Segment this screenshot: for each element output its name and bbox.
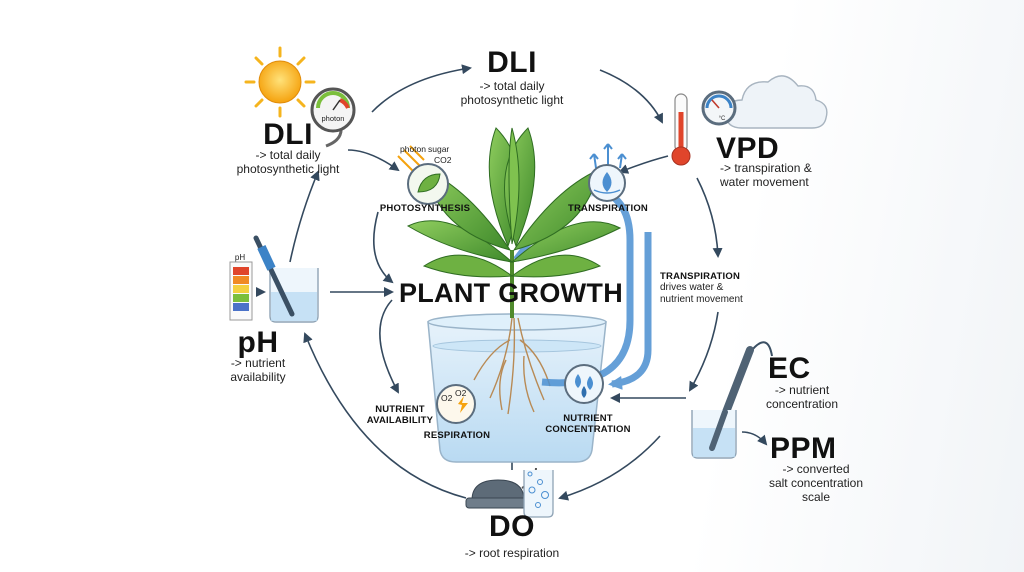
arrow-ph-to-dli-left bbox=[289, 170, 320, 263]
ppm-label: PPM bbox=[770, 432, 837, 465]
page-title: PLANT GROWTH bbox=[398, 278, 624, 308]
arrow-gauge-to-photosynthesis bbox=[347, 149, 400, 172]
vpd-desc-line2: water movement bbox=[720, 175, 809, 189]
ph-beaker-icon bbox=[253, 235, 319, 323]
o2-label-2: O2 bbox=[455, 388, 467, 398]
ph-desc-line1: -> nutrient bbox=[230, 356, 286, 370]
transpiration-down-arrow bbox=[608, 232, 652, 390]
ec-desc-line2: concentration bbox=[765, 397, 839, 411]
vpd-desc: -> transpiration & water movement bbox=[720, 161, 860, 189]
ph-strip-label: pH bbox=[235, 253, 245, 262]
arrow-transpiration-note-to-ec bbox=[688, 311, 719, 392]
nutrient-concentration-line2: CONCENTRATION bbox=[545, 424, 631, 435]
photosynthesis-icon: photon sugar CO2 bbox=[397, 144, 452, 205]
transpiration-label: TRANSPIRATION bbox=[567, 203, 648, 214]
dli-top-desc-line2: photosynthetic light bbox=[460, 93, 564, 107]
transpiration-icon bbox=[588, 143, 627, 202]
dli-top-label: DLI bbox=[487, 46, 537, 79]
nutrient-concentration-label: NUTRIENT CONCENTRATION bbox=[540, 413, 636, 435]
ec-label: EC bbox=[768, 352, 811, 385]
nutrient-availability-line2: AVAILABILITY bbox=[366, 415, 434, 426]
arrow-ec-to-ppm bbox=[741, 431, 768, 446]
ppm-desc-line2: salt concentration bbox=[768, 476, 864, 490]
dli-left-label: DLI bbox=[263, 118, 313, 151]
ec-desc: -> nutrient concentration bbox=[752, 383, 852, 411]
nutrient-availability-line1: NUTRIENT bbox=[375, 404, 425, 415]
dli-top-desc: -> total daily photosynthetic light bbox=[430, 79, 594, 107]
do-label: DO bbox=[489, 510, 535, 543]
light-gauge-icon: photon bbox=[310, 87, 356, 148]
dli-left-desc: -> total daily photosynthetic light bbox=[196, 148, 380, 176]
bubbles-beaker-icon bbox=[523, 470, 554, 518]
ph-strip-icon: pH bbox=[229, 253, 253, 321]
vpd-label: VPD bbox=[716, 132, 780, 165]
photosynthesis-label: PHOTOSYNTHESIS bbox=[379, 203, 471, 214]
celsius-label: °C bbox=[719, 116, 726, 122]
thermometer-icon bbox=[671, 93, 691, 166]
arrow-photosynthesis-to-center bbox=[372, 211, 394, 284]
gauge-photon-label: photon bbox=[322, 114, 345, 123]
o2-label: O2 bbox=[441, 393, 453, 403]
do-desc: -> root respiration bbox=[464, 546, 560, 560]
arrow-do-to-ph bbox=[303, 332, 467, 499]
ph-desc-line2: availability bbox=[230, 370, 286, 384]
transpiration-note-title: TRANSPIRATION bbox=[660, 271, 741, 282]
nutrient-availability-label: NUTRIENT AVAILABILITY bbox=[360, 404, 440, 426]
ppm-desc-line3: scale bbox=[801, 490, 830, 504]
ec-desc-line1: -> nutrient bbox=[774, 383, 830, 397]
transpiration-note-line1: drives water & bbox=[660, 282, 724, 293]
arrow-dli-left-to-dli-top bbox=[371, 64, 472, 113]
droplets-icon bbox=[564, 364, 604, 404]
dli-top-desc-line1: -> total daily bbox=[479, 79, 545, 93]
ppm-desc: -> converted salt concentration scale bbox=[738, 462, 894, 504]
arrow-ec-to-do bbox=[558, 435, 661, 501]
nutrient-concentration-line1: NUTRIENT bbox=[563, 413, 613, 424]
cloud-icon bbox=[725, 75, 828, 129]
arrow-center-to-nutrient-availability bbox=[379, 299, 399, 394]
ec-probe-icon bbox=[691, 341, 773, 459]
sun-icon bbox=[244, 46, 316, 118]
sugar-label: sugar bbox=[428, 144, 449, 154]
respiration-label: RESPIRATION bbox=[423, 430, 491, 441]
ppm-desc-line1: -> converted bbox=[782, 462, 850, 476]
co2-label: CO2 bbox=[434, 155, 452, 165]
reservoir-icon bbox=[427, 313, 607, 463]
dli-left-desc-line1: -> total daily bbox=[255, 148, 321, 162]
photon-label: photon bbox=[400, 144, 426, 154]
vpd-desc-line1: -> transpiration & bbox=[720, 161, 812, 175]
plant-icon bbox=[406, 127, 622, 318]
arrow-dli-top-to-vpd bbox=[599, 69, 663, 124]
arrow-vpd-to-transpiration bbox=[618, 155, 669, 174]
dli-left-desc-line2: photosynthetic light bbox=[236, 162, 340, 176]
ph-desc: -> nutrient availability bbox=[208, 356, 308, 384]
hygrometer-icon: °C bbox=[701, 90, 737, 126]
transpiration-note: TRANSPIRATION drives water & nutrient mo… bbox=[660, 271, 770, 306]
air-pump-icon bbox=[465, 467, 537, 509]
transpiration-note-line2: nutrient movement bbox=[660, 294, 743, 305]
roots-icon bbox=[473, 317, 551, 415]
ph-label: pH bbox=[237, 326, 279, 359]
arrow-vpd-to-transpiration-note bbox=[696, 177, 723, 258]
respiration-icon: O2 O2 bbox=[436, 384, 476, 424]
